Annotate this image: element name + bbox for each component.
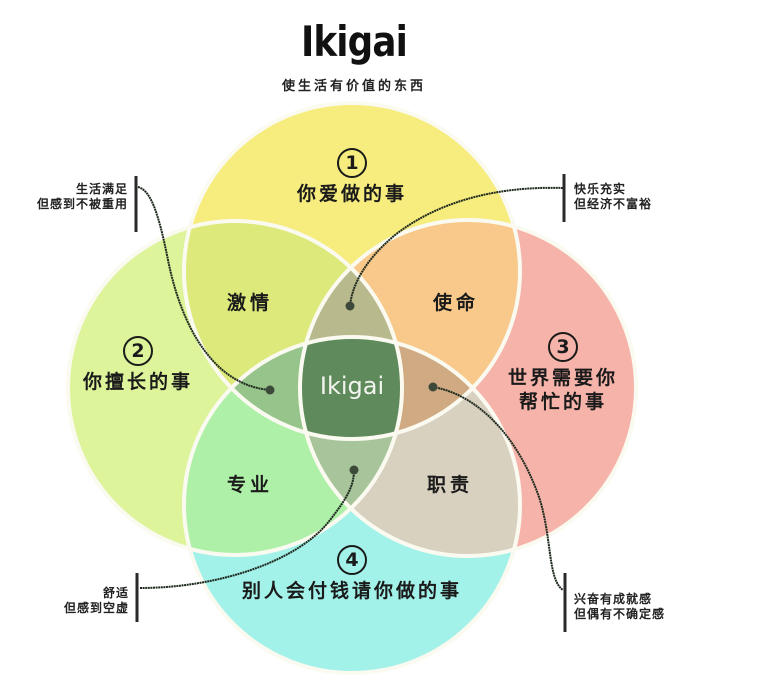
note-top-left-line2: 但感到不被重用: [36, 197, 128, 211]
circle-world-needs-text-1: 世界需要你: [507, 367, 618, 389]
note-bottom-left: 舒适 但感到空虚: [0, 586, 129, 616]
leader-dot-top-left: [265, 385, 275, 395]
passion-label: 激情: [226, 292, 273, 314]
vocation-label: 职责: [426, 474, 473, 496]
circle-world-needs-label: 3 世界需要你 帮忙的事: [488, 332, 638, 414]
page-subtitle: 使生活有价值的东西: [281, 79, 426, 94]
region-need-both: [300, 337, 520, 439]
leader-dot-bottom-right: [428, 382, 438, 392]
leader-line-top-right: [349, 186, 564, 307]
number-badge-4: 4: [337, 545, 367, 575]
circle-love-text: 你爱做的事: [296, 183, 407, 205]
region-good-both: [184, 337, 402, 439]
note-bottom-right-line1: 兴奋有成就感: [574, 592, 653, 606]
leader-line-bottom-left: [139, 469, 355, 589]
leader-line-bottom-right: [432, 386, 564, 591]
note-top-right-line1: 快乐充实: [574, 182, 627, 196]
leader-line-top-left: [137, 186, 271, 391]
circle-love-label: 1 你爱做的事: [262, 148, 442, 206]
note-top-right: 快乐充实 但经济不富裕: [574, 182, 652, 212]
leader-dot-top-right: [345, 301, 355, 311]
number-badge-1: 1: [337, 148, 367, 178]
number-badge-2: 2: [123, 336, 153, 366]
circle-world-needs-text-2: 帮忙的事: [518, 391, 607, 413]
note-top-left: 生活满足 但感到不被重用: [0, 182, 128, 212]
ikigai-center-label: Ikigai: [319, 372, 385, 400]
circle-good-at-text: 你擅长的事: [82, 371, 193, 393]
profession-label: 专业: [226, 474, 273, 496]
number-badge-3: 3: [548, 332, 578, 362]
note-bottom-right-line2: 但偶有不确定感: [574, 607, 666, 621]
note-top-left-line1: 生活满足: [75, 182, 128, 196]
circle-paid-for-label: 4 别人会付钱请你做的事: [202, 545, 502, 603]
mission-label: 使命: [432, 292, 479, 314]
note-bottom-left-line1: 舒适: [102, 586, 129, 600]
circle-good-at-label: 2 你擅长的事: [58, 336, 218, 394]
note-bottom-left-line2: 但感到空虚: [63, 601, 129, 615]
circle-paid-for-text: 别人会付钱请你做的事: [241, 580, 462, 602]
page-title: Ikigai: [300, 17, 408, 66]
leader-dot-bottom-left: [349, 465, 359, 475]
note-top-right-line2: 但经济不富裕: [574, 197, 653, 211]
note-bottom-right: 兴奋有成就感 但偶有不确定感: [574, 592, 665, 622]
